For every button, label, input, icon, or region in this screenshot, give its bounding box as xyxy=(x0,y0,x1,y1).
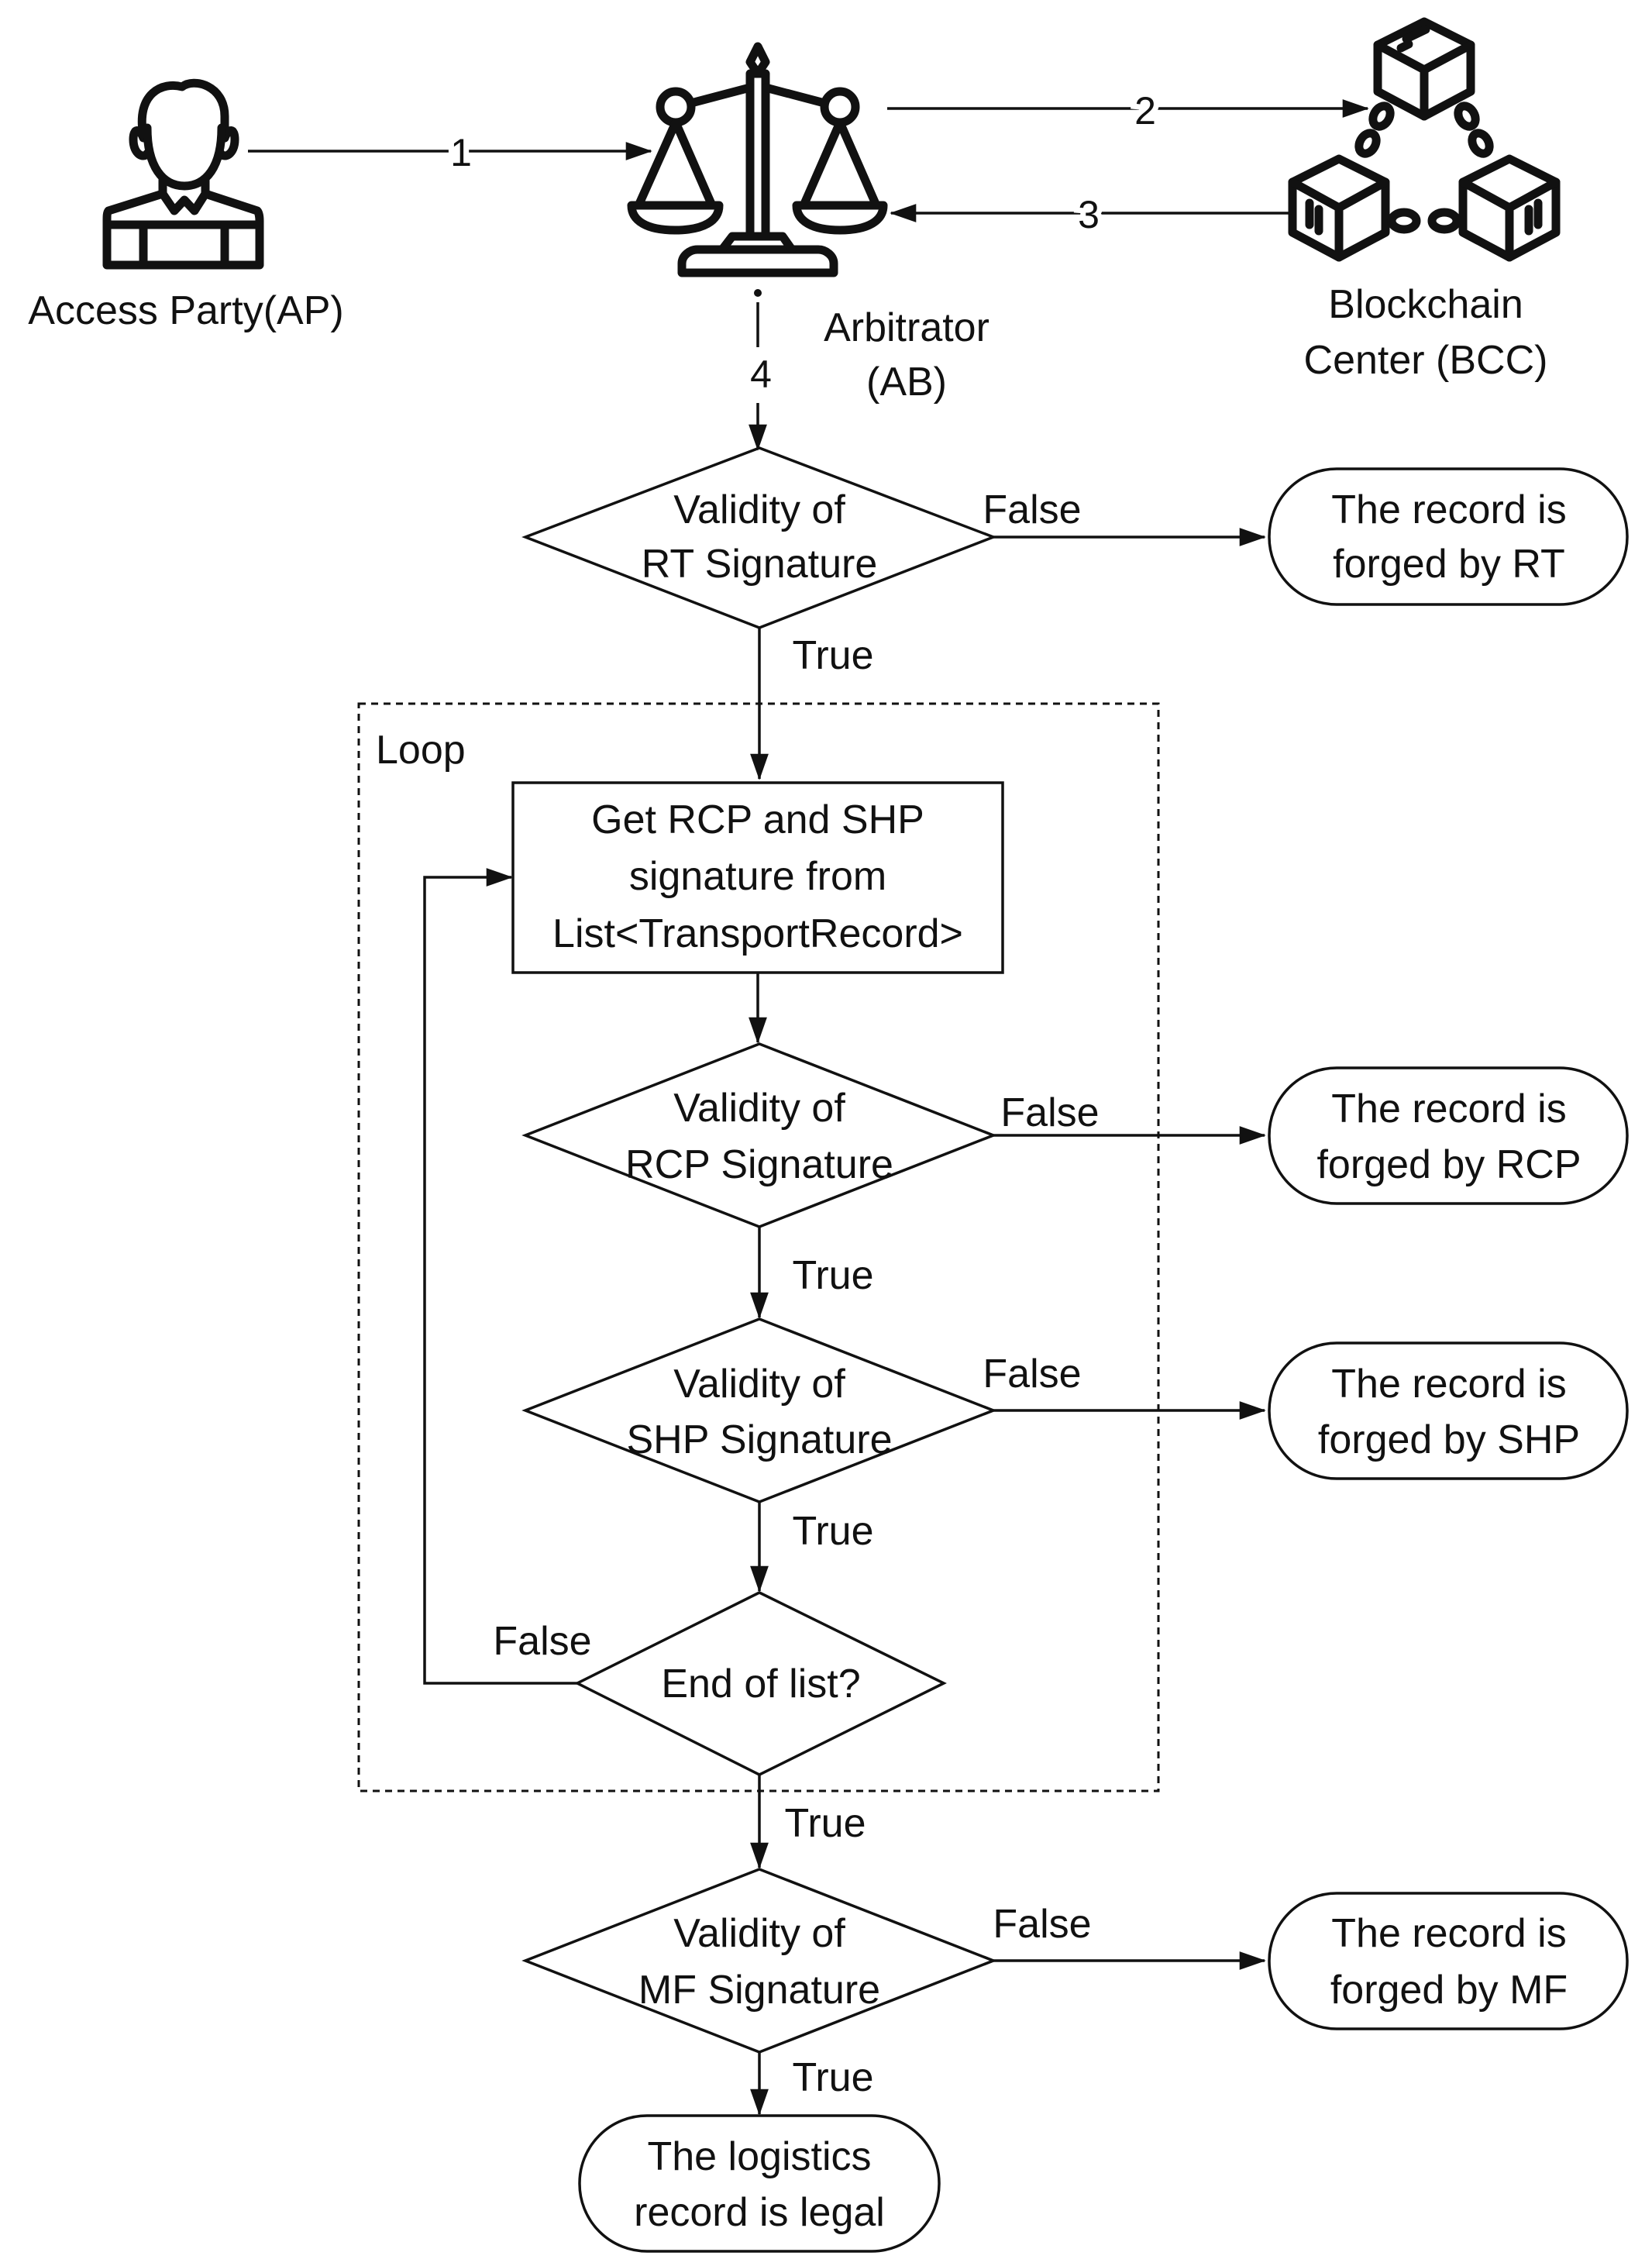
outcome-forged-by-rcp xyxy=(1268,1066,1629,1205)
end-of-list-false-label: False xyxy=(493,1619,591,1664)
decision-rt-line2: RT Signature xyxy=(642,542,877,587)
access-party-label: Access Party(AP) xyxy=(28,288,343,333)
blockchain-icon xyxy=(1288,17,1561,262)
outcome-rcp-line1: The record is xyxy=(1331,1087,1566,1131)
arbitrator-label-line1: Arbitrator xyxy=(824,305,989,350)
loop-label: Loop xyxy=(376,728,466,773)
arrow-origin-dot xyxy=(754,289,762,297)
step-4-label: 4 xyxy=(750,353,772,396)
step-3-label: 3 xyxy=(1078,193,1100,236)
decision-mf-line2: MF Signature xyxy=(638,1968,880,2013)
outcome-rcp-line2: forged by RCP xyxy=(1316,1142,1581,1187)
outcome-mf-line2: forged by MF xyxy=(1330,1968,1568,2013)
outcome-shp-line2: forged by SHP xyxy=(1318,1417,1580,1462)
mf-true-label: True xyxy=(793,2055,874,2100)
decision-mf-signature xyxy=(521,1868,997,2054)
step-1-label: 1 xyxy=(450,131,472,174)
decision-rcp-line2: RCP Signature xyxy=(625,1142,893,1187)
outcome-rt-line2: forged by RT xyxy=(1333,542,1565,587)
blockchain-label-line2: Center (BCC) xyxy=(1304,338,1548,383)
decision-rt-signature xyxy=(521,446,997,629)
decision-end-of-list-text: End of list? xyxy=(661,1662,860,1706)
rcp-false-label: False xyxy=(1000,1090,1099,1135)
step-2-label: 2 xyxy=(1134,89,1156,133)
decision-mf-line1: Validity of xyxy=(673,1911,845,1956)
arbitrator-label-line2: (AB) xyxy=(866,360,947,405)
outcome-forged-by-mf xyxy=(1268,1892,1629,2030)
outcome-legal-line1: The logistics xyxy=(648,2134,872,2179)
outcome-forged-by-rt xyxy=(1268,467,1629,606)
process-line2: signature from xyxy=(629,854,886,899)
person-icon xyxy=(102,78,264,270)
end-of-list-true-label: True xyxy=(785,1801,866,1846)
blockchain-label-line1: Blockchain xyxy=(1328,282,1523,327)
outcome-rt-line1: The record is xyxy=(1331,487,1566,532)
shp-true-label: True xyxy=(793,1509,874,1554)
scales-icon xyxy=(627,42,888,277)
decision-rt-line1: Validity of xyxy=(673,487,845,532)
process-line1: Get RCP and SHP xyxy=(591,797,924,842)
outcome-forged-by-shp xyxy=(1268,1341,1629,1480)
rt-false-label: False xyxy=(983,487,1081,532)
shp-false-label: False xyxy=(983,1352,1081,1396)
mf-false-label: False xyxy=(993,1902,1091,1947)
rcp-true-label: True xyxy=(793,1253,874,1298)
decision-shp-line2: SHP Signature xyxy=(626,1417,892,1462)
outcome-shp-line1: The record is xyxy=(1331,1362,1566,1407)
outcome-mf-line1: The record is xyxy=(1331,1911,1566,1956)
decision-rcp-signature xyxy=(521,1042,997,1228)
decision-rcp-line1: Validity of xyxy=(673,1086,845,1131)
decision-shp-signature xyxy=(521,1317,997,1503)
decision-shp-line1: Validity of xyxy=(673,1362,845,1407)
rt-true-label: True xyxy=(793,633,874,678)
process-line3: List<TransportRecord> xyxy=(552,911,963,956)
outcome-legal-line2: record is legal xyxy=(634,2190,885,2235)
outcome-record-legal xyxy=(578,2114,941,2253)
arrow-loop-back xyxy=(423,868,577,1685)
